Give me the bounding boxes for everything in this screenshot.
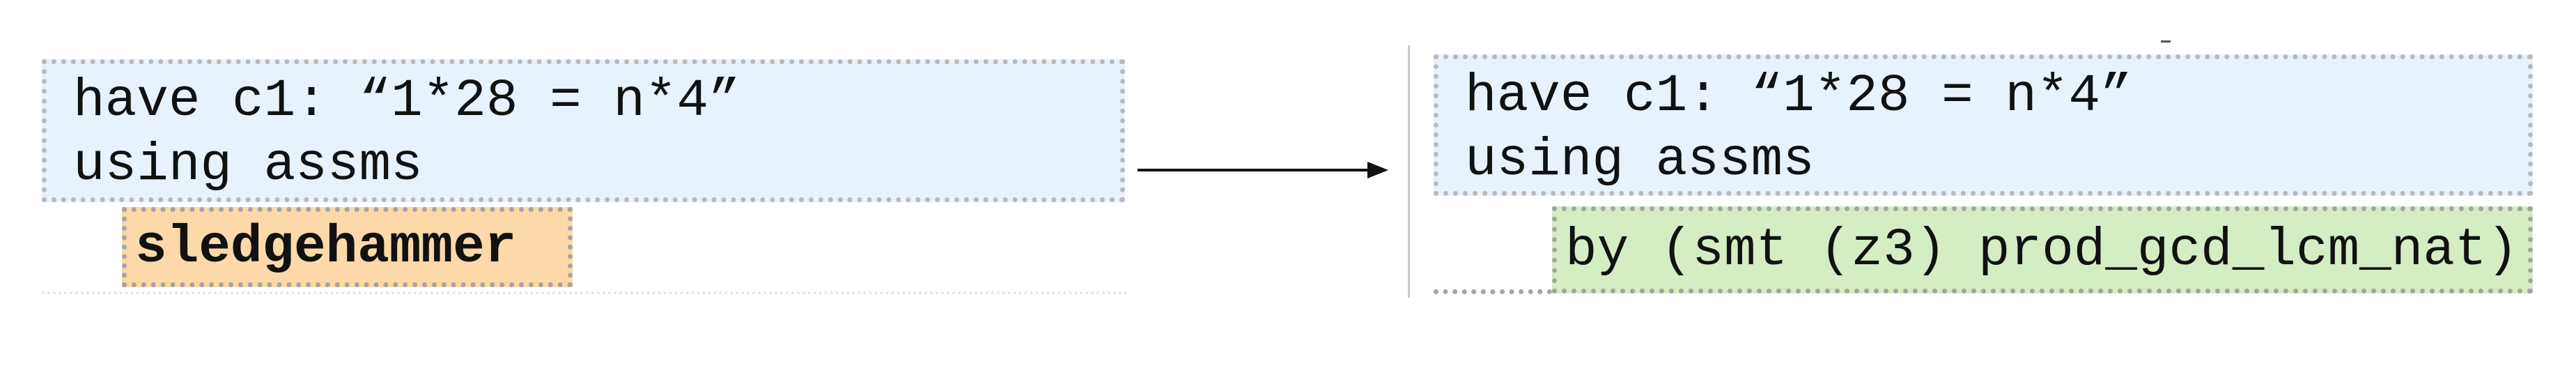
before-code-line-2: using assms [73,135,423,195]
after-code-block: have c1: “1*28 = n*4” using assms [1434,54,2533,196]
before-tactic-sledgehammer: sledgehammer [122,207,573,287]
tick-mark [2161,40,2171,43]
before-panel: have c1: “1*28 = n*4” using assms sledge… [42,59,1128,296]
before-baseline [42,291,1128,294]
after-tactic-smt: by (smt (z3) prod_gcd_lcm_nat) [1552,206,2533,293]
after-baseline [1434,289,1552,294]
panel-divider [1408,45,1410,298]
before-code-block: have c1: “1*28 = n*4” using assms [42,59,1125,202]
after-code-line-2: using assms [1465,130,1815,190]
after-code-line-1: have c1: “1*28 = n*4” [1465,66,2132,126]
after-panel: have c1: “1*28 = n*4” using assms by (sm… [1434,54,2533,295]
before-code-line-1: have c1: “1*28 = n*4” [73,71,740,131]
right-arrow-icon [1138,162,1388,178]
